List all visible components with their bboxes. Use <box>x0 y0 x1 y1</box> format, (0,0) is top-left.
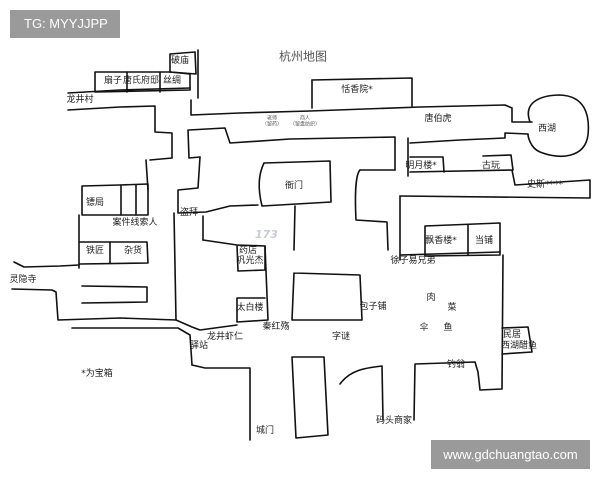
npc-1-name: 老师 <box>266 115 278 122</box>
wall <box>175 319 238 331</box>
wall <box>149 157 173 161</box>
place-zimi[interactable]: 字谜 <box>331 332 351 343</box>
wall <box>236 245 269 323</box>
place-xihu[interactable]: 西湖 <box>537 124 557 135</box>
wall <box>354 169 389 251</box>
wall <box>169 51 197 75</box>
stall-cai[interactable]: 菜 <box>447 303 457 314</box>
stall-rou[interactable]: 肉 <box>426 293 436 304</box>
item-xihucuyu[interactable]: 西湖醋鱼 <box>500 341 538 352</box>
place-anjian[interactable]: 案件线索人 <box>112 218 158 229</box>
wall <box>190 99 533 123</box>
place-baozipu[interactable]: 包子铺 <box>359 302 387 313</box>
wall <box>67 105 173 159</box>
wall <box>173 212 177 321</box>
npc-2[interactable]: 商人 （留盘纺织） <box>289 115 321 128</box>
wall <box>71 327 193 366</box>
wall <box>191 364 251 441</box>
wall <box>13 261 80 268</box>
place-tiejiang[interactable]: 铁匠 <box>85 246 105 257</box>
place-piaoxianglou[interactable]: 飘香楼* <box>425 236 457 247</box>
npc-diaoweng[interactable]: 钓翁 <box>446 360 466 371</box>
wall <box>67 87 191 94</box>
wall <box>291 272 363 321</box>
place-yaodian[interactable]: 药店 <box>238 246 258 257</box>
wall <box>399 169 591 199</box>
site-watermark: www.gdchuangtao.com <box>431 440 590 469</box>
place-longjingcun[interactable]: 龙井村 <box>66 95 94 106</box>
place-tianxiangyuan[interactable]: 恬香院* <box>341 85 373 96</box>
wall <box>187 129 201 159</box>
npc-2-note: （留盘纺织） <box>289 121 321 127</box>
wall <box>293 205 296 251</box>
npc-2-name: 商人 <box>299 115 311 122</box>
place-daobai[interactable]: 盗拜 <box>179 208 199 219</box>
place-tangshi[interactable]: 唐氏府邸 <box>122 76 160 87</box>
npc-gongguangjie[interactable]: 巩光杰 <box>236 256 264 267</box>
place-dangpu[interactable]: 当铺 <box>474 236 494 247</box>
place-pomiao[interactable]: 破庙 <box>170 56 190 67</box>
stall-yu[interactable]: 鱼 <box>443 323 453 334</box>
npc-1[interactable]: 老师 （留药） <box>261 115 283 128</box>
place-chengmen[interactable]: 城门 <box>255 426 275 437</box>
wall <box>81 285 148 304</box>
npc-shisi[interactable]: 史斯**** <box>526 180 564 191</box>
place-yizhan[interactable]: 驿站 <box>189 341 209 352</box>
wall <box>79 241 149 265</box>
npc-xuziyi[interactable]: 徐子易兄弟 <box>390 256 436 267</box>
wall <box>291 356 329 439</box>
wall <box>94 71 191 93</box>
west-lake-shore <box>527 94 590 158</box>
wall <box>409 156 445 173</box>
npc-1-note: （留药） <box>261 121 283 127</box>
place-yamen[interactable]: 衙门 <box>284 181 304 192</box>
place-minju[interactable]: 民居 <box>502 330 522 341</box>
wall <box>311 77 413 107</box>
wall <box>11 288 177 321</box>
wall <box>339 365 384 421</box>
wall <box>482 154 514 171</box>
logo-watermark: 173 <box>255 228 278 241</box>
item-longjingxiaren[interactable]: 龙井虾仁 <box>206 332 244 343</box>
wall <box>409 132 529 144</box>
place-taibailou[interactable]: 太白楼 <box>236 303 264 314</box>
wall <box>188 127 396 171</box>
place-zahuo[interactable]: 杂货 <box>123 246 143 257</box>
tg-watermark: TG: MYYJJPP <box>10 10 120 38</box>
stall-san[interactable]: 伞 <box>419 323 429 334</box>
wall <box>258 160 332 207</box>
place-mingyuelou[interactable]: 明月楼* <box>405 161 437 172</box>
legend-treasure: *为宝箱 <box>81 369 113 380</box>
wall <box>81 183 149 216</box>
place-lingyinsi[interactable]: 灵隐寺 <box>9 275 37 286</box>
map-title: 杭州地图 <box>278 49 328 64</box>
npc-tangbohu[interactable]: 唐伯虎 <box>424 114 452 125</box>
wall <box>399 251 501 256</box>
npc-qinhongshang[interactable]: 秦红殇 <box>262 322 290 333</box>
place-matou[interactable]: 码头商家 <box>375 416 413 427</box>
wall <box>413 254 504 421</box>
wall <box>501 326 533 355</box>
wall <box>424 222 501 257</box>
place-shanzi[interactable]: 扇子 <box>103 76 123 87</box>
place-guwan[interactable]: 古玩 <box>481 161 501 172</box>
place-sichou[interactable]: 丝绸 <box>162 76 182 87</box>
wall <box>177 156 259 214</box>
place-biaoju[interactable]: 镖局 <box>85 198 105 209</box>
